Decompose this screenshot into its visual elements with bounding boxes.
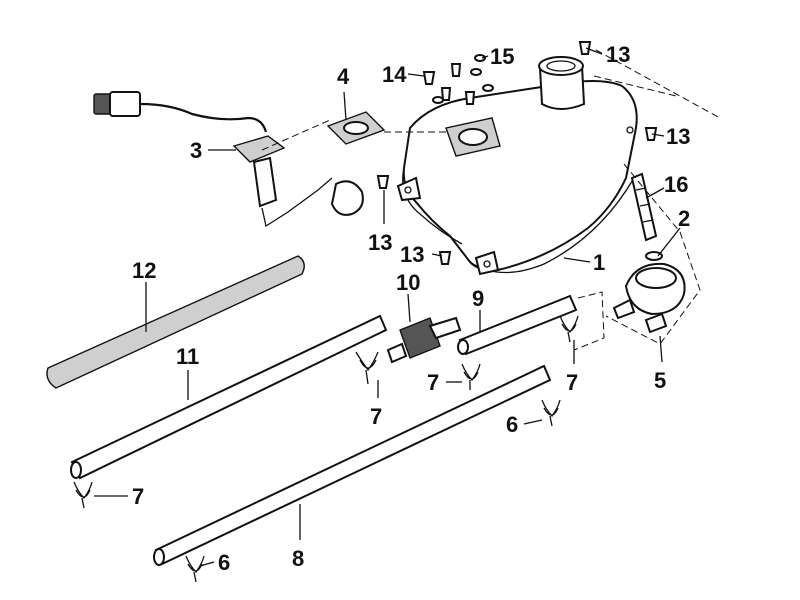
callout-7a: 7 [370,404,382,429]
callout-5: 5 [654,368,666,393]
fuel-valve-assembly [612,172,686,334]
fasteners [376,41,658,265]
callout-9: 9 [472,286,484,311]
callout-13c: 13 [368,230,392,255]
callout-7c: 7 [566,370,578,395]
callout-7b: 7 [427,370,439,395]
fuel-level-sender [93,91,364,228]
callout-8: 8 [292,546,304,571]
sender-gasket [326,111,386,145]
assembly-lines [261,49,721,351]
callout-13d: 13 [400,242,424,267]
callouts: 1 2 3 4 5 6 6 7 7 7 7 8 9 10 11 12 13 13… [132,42,690,575]
callout-12: 12 [132,258,156,283]
heat-sleeve [46,255,305,389]
callout-2: 2 [678,206,690,231]
callout-3: 3 [190,138,202,163]
callout-16: 16 [664,172,688,197]
callout-11: 11 [176,344,199,369]
callout-13b: 13 [666,124,690,149]
callout-14: 14 [382,62,407,87]
callout-13a: 13 [606,42,630,67]
callout-7d: 7 [132,484,144,509]
leader-lines [94,47,681,567]
callout-1: 1 [593,250,605,275]
callout-4: 4 [337,64,350,89]
callout-6b: 6 [218,550,230,575]
hose-clips [73,315,579,583]
callout-10: 10 [396,270,420,295]
fuel-hoses [70,294,578,566]
fuel-tank [396,56,638,276]
callout-6a: 6 [506,412,518,437]
fuel-filter [386,316,462,364]
callout-15: 15 [490,44,514,69]
